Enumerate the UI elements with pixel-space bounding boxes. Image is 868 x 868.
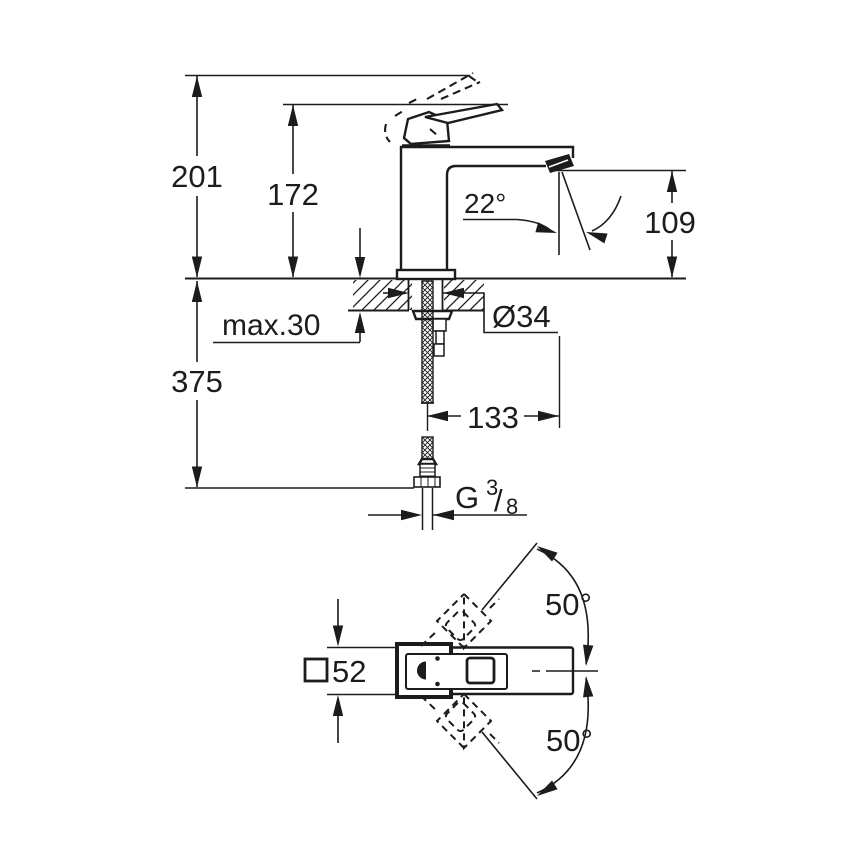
swing-arc-upper	[536, 548, 590, 665]
lever-square-boss	[465, 656, 496, 685]
shank-tube	[407, 280, 444, 310]
dim-label-outlet-height: 109	[644, 205, 696, 240]
dim-label-hole-diameter: Ø34	[492, 299, 551, 334]
side-view: 201 172 109 22°	[171, 72, 696, 530]
dim-overall-height: 201	[171, 74, 470, 278]
swing-line-upper	[481, 542, 538, 611]
handle-knob-upper-inner	[444, 609, 477, 642]
screw-dot-top	[435, 656, 440, 661]
thread-slash: /	[494, 483, 503, 518]
top-view-body	[395, 642, 598, 699]
faucet-body	[384, 72, 575, 281]
stream-reference	[558, 171, 591, 255]
handle-edge-lower-dashes	[420, 695, 500, 744]
dim-label-lever-height: 172	[267, 177, 319, 212]
top-view: 52 50° 50°	[303, 541, 598, 801]
dim-label-swing-upper: 50°	[545, 587, 592, 622]
dim-outlet-height: 109	[552, 169, 696, 278]
hose-flare	[416, 457, 439, 466]
handle-swing-positions	[420, 591, 500, 751]
ref-lines	[327, 646, 397, 696]
flex-hose-lower	[421, 436, 434, 460]
counter-hatch-right	[444, 280, 484, 310]
dim-swing-lower: 50°	[481, 675, 594, 801]
base-plate	[395, 268, 457, 281]
swing-line-lower	[481, 731, 538, 800]
dim-spout-angle: 22°	[463, 188, 622, 244]
dim-spout-reach: 133	[427, 336, 561, 435]
dim-label-spout-reach: 133	[467, 400, 519, 435]
counter-hatch-left	[353, 280, 412, 310]
handle-knob-lower-inner	[444, 700, 477, 733]
stream-angle-line	[561, 171, 591, 251]
square-symbol	[303, 657, 329, 683]
aerator-slit	[548, 159, 569, 168]
dim-below-depth: 375	[171, 281, 414, 489]
hose-nut	[413, 476, 441, 488]
handle-knob-upper-outer	[435, 591, 493, 651]
cartridge-d-slot	[417, 661, 426, 680]
dim-label-counter-thickness: max.30	[222, 309, 320, 342]
dim-hole-diameter: Ø34	[383, 287, 558, 334]
thread-numerator: 3	[486, 475, 498, 500]
handle-lever	[424, 102, 505, 125]
under-counter-assembly	[407, 280, 454, 530]
flex-hose-upper	[421, 280, 434, 404]
handle-raised-dashed	[384, 72, 481, 143]
leader-line	[443, 292, 558, 334]
handle-knob-lower-outer	[435, 691, 493, 751]
dim-label-below-depth: 375	[171, 364, 223, 399]
thread-denominator: 8	[506, 494, 518, 519]
dim-swing-upper: 50°	[481, 541, 594, 667]
collar-ribs	[420, 467, 435, 477]
hose-collar	[419, 463, 436, 478]
angle-curved-arrow	[591, 195, 622, 232]
dim-counter-thickness: max.30	[213, 228, 366, 344]
hose-nut-facets	[420, 477, 436, 487]
dim-label-body-square: 52	[332, 654, 366, 689]
body-outline	[399, 145, 575, 272]
body-inner-outline	[445, 164, 546, 272]
popup-rod-fitting	[432, 318, 447, 357]
screw-dot-bottom	[435, 681, 440, 687]
dim-thread: G 3 / 8	[368, 475, 527, 521]
dim-label-swing-lower: 50°	[546, 723, 593, 758]
dim-body-square: 52	[303, 599, 397, 743]
dim-lever-height: 172	[267, 103, 508, 278]
dim-label-overall-height: 201	[171, 159, 223, 194]
thread-g: G	[455, 480, 479, 515]
connection-tube	[421, 488, 434, 530]
swing-arc-lower	[536, 677, 590, 794]
handle-edge-upper-dashes	[420, 598, 500, 647]
dim-label-spout-angle: 22°	[464, 188, 506, 219]
